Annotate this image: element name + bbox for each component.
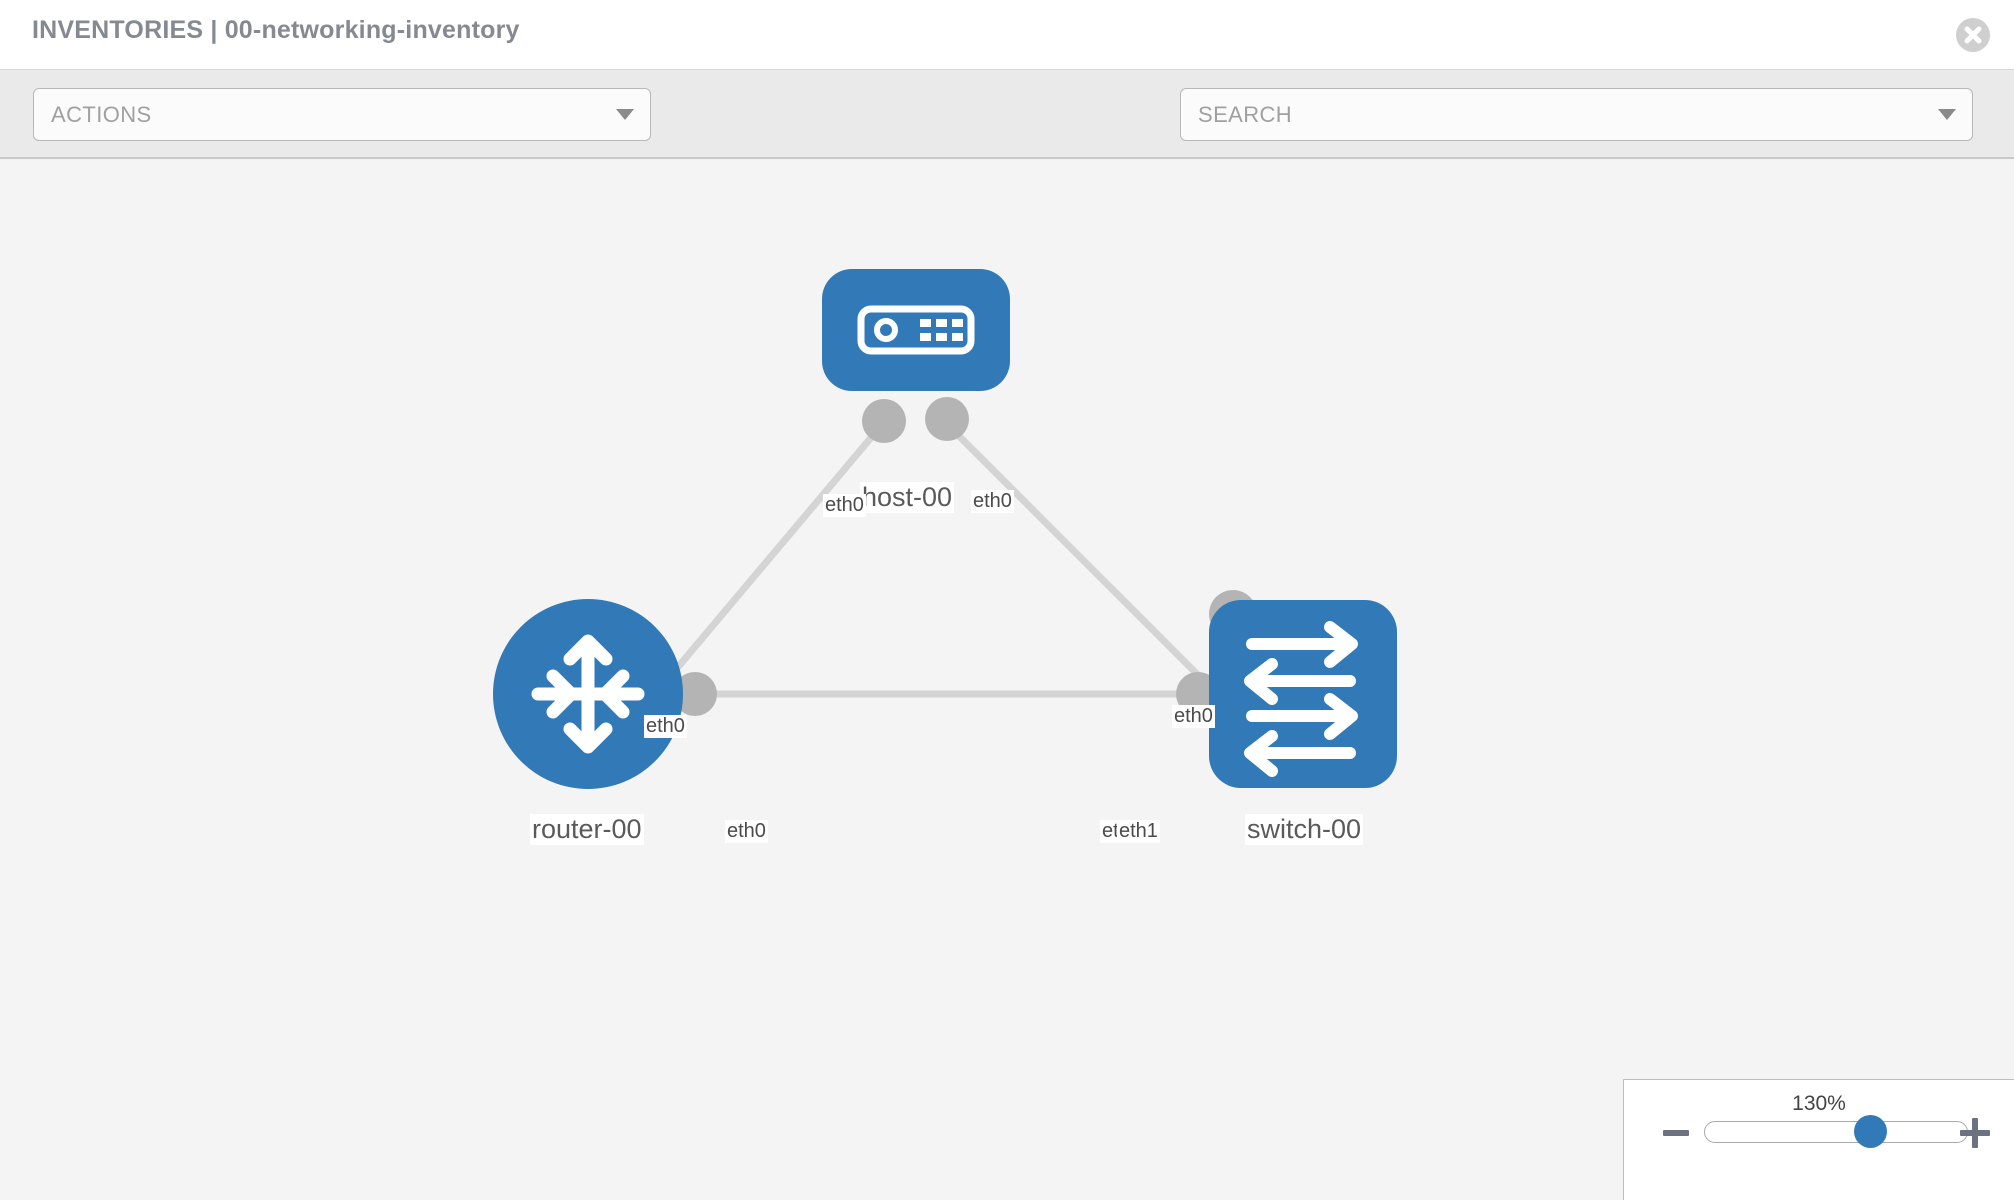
close-button[interactable] <box>1956 18 1990 52</box>
zoom-level-label: 130% <box>1792 1092 1846 1115</box>
zoom-slider-handle[interactable] <box>1854 1115 1887 1148</box>
zoom-out-button[interactable] <box>1663 1130 1689 1136</box>
connector-host00-southeast[interactable] <box>925 397 969 441</box>
iface-label-host00-east: eth0 <box>971 490 1014 513</box>
zoom-slider-track[interactable] <box>1704 1121 1968 1143</box>
search-placeholder: SEARCH <box>1198 102 1293 127</box>
connector-host00-southwest[interactable] <box>862 399 906 443</box>
actions-dropdown-label: ACTIONS <box>51 102 152 127</box>
page-title: INVENTORIES | 00-networking-inventory <box>32 16 520 44</box>
server-icon <box>857 305 975 355</box>
iface-label-host00-west: eth0 <box>823 494 866 517</box>
zoom-in-button[interactable] <box>1960 1118 1990 1148</box>
topology-links <box>627 424 1250 727</box>
switch-icon <box>1244 621 1358 777</box>
router-icon <box>531 634 645 754</box>
iface-label-switch00-up: eth0 <box>1172 705 1215 728</box>
connector-router00-east[interactable] <box>673 672 717 716</box>
search-input[interactable]: SEARCH <box>1180 88 1973 141</box>
iface-label-router00-east: eth0 <box>725 820 768 843</box>
actions-dropdown[interactable]: ACTIONS <box>33 88 651 141</box>
toolbar: ACTIONS SEARCH <box>0 70 2014 196</box>
node-label-host-00: host-00 <box>860 482 955 514</box>
topology-graph <box>493 269 1397 789</box>
iface-label-router00-up: eth0 <box>644 715 687 738</box>
close-icon <box>1964 26 1982 44</box>
iface-label-switch00-west-eth1: eth1 <box>1117 820 1160 843</box>
node-label-router-00: router-00 <box>530 814 644 846</box>
topology-canvas[interactable]: host-00 router-00 switch-00 eth0 eth0 et… <box>0 159 2014 1200</box>
zoom-control-panel: 130% <box>1623 1079 2014 1200</box>
page-header: INVENTORIES | 00-networking-inventory <box>0 0 2014 70</box>
chevron-down-icon <box>1938 109 1956 120</box>
node-label-switch-00: switch-00 <box>1245 814 1364 846</box>
node-router-00[interactable] <box>493 599 683 789</box>
node-switch-00[interactable] <box>1209 600 1397 788</box>
chevron-down-icon <box>616 109 634 120</box>
node-host-00[interactable] <box>822 269 1010 391</box>
